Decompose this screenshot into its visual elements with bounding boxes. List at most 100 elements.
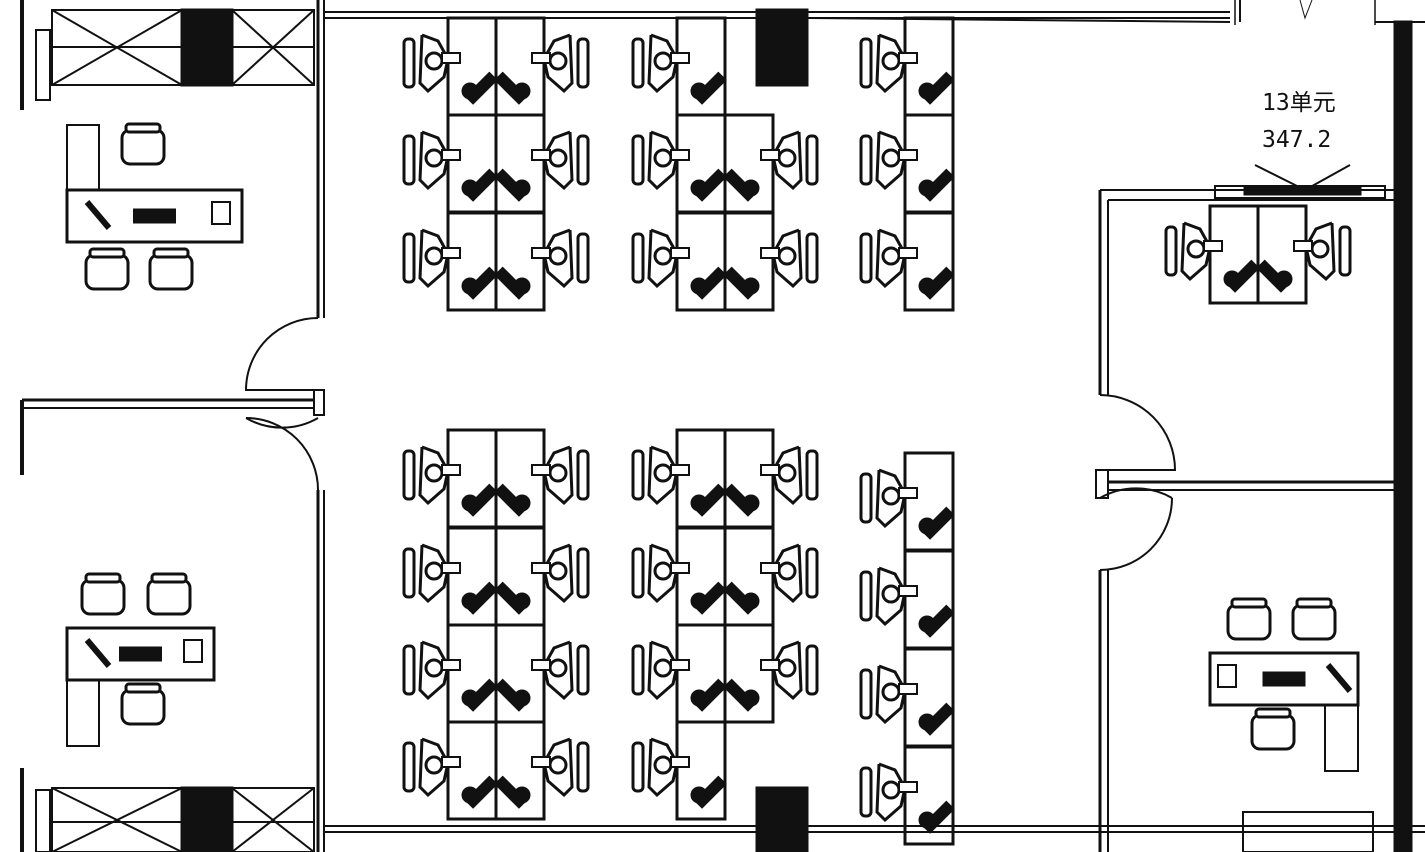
chair-seat (1291, 603, 1337, 641)
armrest (760, 659, 780, 671)
office-chair-icon (402, 130, 461, 191)
person-head (881, 682, 901, 702)
armrest (531, 659, 551, 671)
office-chair-icon (760, 228, 819, 289)
office-chair-icon (760, 130, 819, 191)
office-chair-icon (120, 122, 166, 166)
chair-back (576, 741, 590, 793)
chair-back (631, 449, 645, 501)
office-chair-icon (531, 640, 590, 701)
office-chair-icon (402, 543, 461, 604)
chair-back (576, 37, 590, 89)
person-head (881, 486, 901, 506)
armrest (441, 756, 461, 768)
person-head (653, 246, 673, 266)
armrest (531, 464, 551, 476)
workstation (1256, 204, 1352, 305)
workstation (859, 113, 955, 214)
chair-seat (146, 578, 192, 616)
office-chair-icon (531, 543, 590, 604)
person-head (653, 561, 673, 581)
workstation (494, 428, 590, 529)
chair-seat (120, 128, 166, 166)
office-chair-icon (531, 228, 590, 289)
workstation (402, 526, 498, 627)
office-chair-icon (402, 445, 461, 506)
chair-back (576, 449, 590, 501)
armrest (898, 585, 918, 597)
person-head (653, 463, 673, 483)
office-chair-icon (859, 566, 918, 627)
mouse-icon (513, 82, 531, 100)
phone-icon (183, 639, 203, 663)
office-chair-icon (1293, 221, 1352, 282)
mouse-icon (461, 592, 479, 610)
chair-back (859, 570, 873, 622)
workstation (859, 16, 955, 117)
workstation (723, 113, 819, 214)
mouse-icon (690, 786, 708, 804)
person-head (1310, 239, 1330, 259)
monitor-icon (84, 638, 112, 668)
armrest (898, 52, 918, 64)
office-chair-icon (120, 682, 166, 726)
person-head (424, 246, 444, 266)
mouse-icon (513, 786, 531, 804)
mouse-icon (461, 786, 479, 804)
monitor-icon (1325, 663, 1353, 693)
office-chair-icon (402, 228, 461, 289)
office-chair-icon (631, 445, 690, 506)
workstation (859, 211, 955, 312)
chair-seat (1250, 713, 1296, 751)
armrest (898, 247, 918, 259)
armrest (441, 659, 461, 671)
armrest (1203, 240, 1223, 252)
armrest (670, 562, 690, 574)
mouse-icon (461, 82, 479, 100)
executive-desk (1208, 651, 1360, 772)
workstation (631, 113, 727, 214)
armrest (898, 683, 918, 695)
armrest (441, 562, 461, 574)
person-head (653, 755, 673, 775)
office-chair-icon (859, 664, 918, 725)
person-head (548, 755, 568, 775)
keyboard-icon (1262, 671, 1306, 687)
person-head (548, 51, 568, 71)
chair-back (150, 572, 188, 584)
person-head (881, 51, 901, 71)
workstation (723, 428, 819, 529)
person-head (424, 755, 444, 775)
office-chair-icon (402, 737, 461, 798)
chair-back (576, 134, 590, 186)
phone-icon (1217, 664, 1237, 688)
office-chair-icon (1226, 597, 1272, 641)
desk-return (66, 124, 100, 191)
mouse-icon (918, 615, 936, 633)
private-offices (65, 122, 1360, 772)
armrest (531, 52, 551, 64)
mouse-icon (461, 277, 479, 295)
keyboard-icon (119, 646, 162, 662)
person-head (548, 463, 568, 483)
person-head (424, 51, 444, 71)
mouse-icon (742, 179, 760, 197)
mouse-icon (1223, 270, 1241, 288)
person-head (777, 658, 797, 678)
desk (903, 745, 955, 846)
office-chair-icon (1250, 707, 1296, 751)
chair-back (805, 232, 819, 284)
chair-seat (148, 253, 194, 291)
office-chair-icon (859, 33, 918, 94)
office-chair-icon (631, 640, 690, 701)
mouse-icon (461, 689, 479, 707)
workstation (402, 720, 498, 821)
office-chair-icon (631, 33, 690, 94)
office-chair-icon (859, 468, 918, 529)
chair-back (124, 122, 162, 134)
mouse-icon (513, 494, 531, 512)
armrest (760, 562, 780, 574)
workstation (631, 428, 727, 529)
armrest (670, 149, 690, 161)
workstation (631, 623, 727, 724)
